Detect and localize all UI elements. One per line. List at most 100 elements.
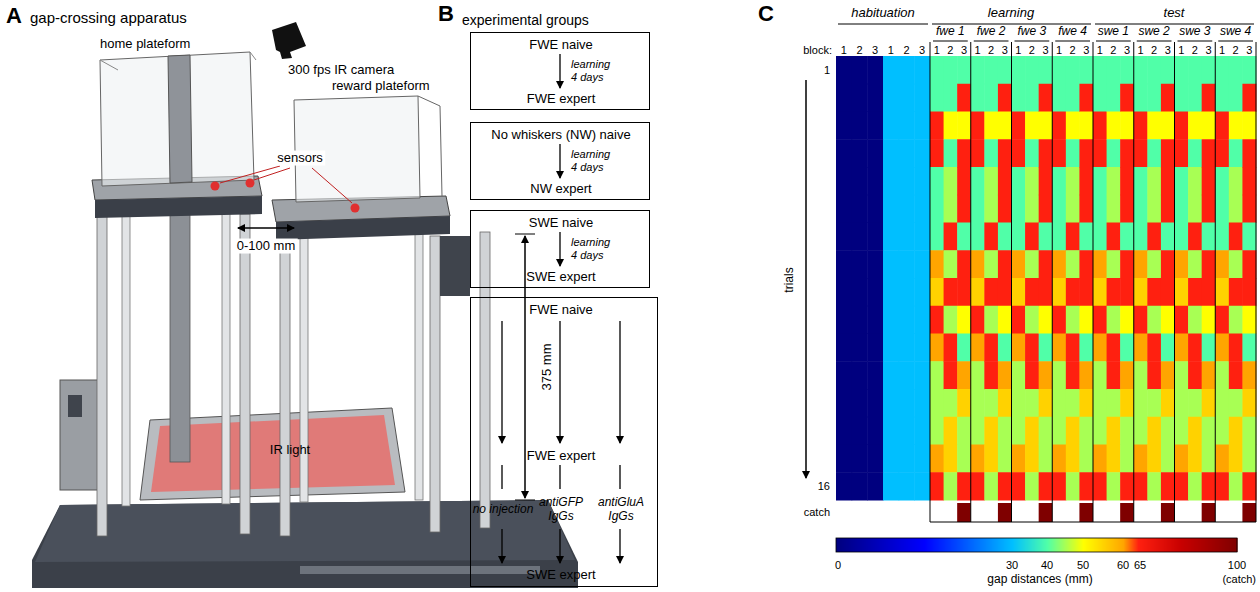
heatmap-cell bbox=[1161, 389, 1175, 417]
colorbar-strip bbox=[867, 538, 869, 552]
colorbar-strip bbox=[983, 538, 985, 552]
flow-arrow bbox=[559, 144, 560, 178]
heatmap-cell bbox=[1175, 167, 1189, 195]
colorbar-strip bbox=[843, 538, 845, 552]
dimension-tick bbox=[515, 234, 535, 235]
colorbar-tick: 65 bbox=[1134, 559, 1146, 572]
block-number: 1 bbox=[1056, 44, 1062, 57]
heatmap-cell bbox=[1079, 334, 1093, 362]
colorbar-strip bbox=[1110, 538, 1112, 552]
colorbar-strip bbox=[1031, 538, 1033, 552]
colorbar-strip bbox=[1079, 538, 1081, 552]
heatmap-cell bbox=[867, 56, 883, 84]
heatmap-cell bbox=[944, 56, 958, 84]
colorbar-strip bbox=[1106, 538, 1108, 552]
heatmap-cell bbox=[1012, 278, 1026, 306]
heatmap-cell bbox=[1242, 278, 1256, 306]
colorbar-strip bbox=[933, 538, 935, 552]
colorbar-strip bbox=[1205, 538, 1207, 552]
heatmap-cell bbox=[1242, 56, 1256, 84]
heatmap-cell bbox=[930, 361, 944, 389]
colorbar-strip bbox=[1023, 538, 1025, 552]
heatmap-cell bbox=[1242, 334, 1256, 362]
colorbar-strip bbox=[1196, 538, 1198, 552]
part-label: reward plateform bbox=[332, 79, 430, 94]
heatmap-cell bbox=[1147, 112, 1161, 140]
heatmap-cell bbox=[1079, 503, 1093, 522]
heatmap-cell bbox=[836, 250, 852, 278]
colorbar-strip bbox=[863, 538, 865, 552]
heatmap-cell bbox=[1242, 167, 1256, 195]
heatmap-cell bbox=[984, 445, 998, 473]
group-state: FWE expert bbox=[527, 92, 596, 107]
block-number: 3 bbox=[919, 44, 925, 57]
colorbar-strip bbox=[902, 538, 904, 552]
colorbar-strip bbox=[1150, 538, 1152, 552]
colorbar-strip bbox=[1141, 538, 1143, 552]
heatmap-cell bbox=[1188, 195, 1202, 223]
colorbar-strip bbox=[913, 538, 915, 552]
heatmap-cell bbox=[914, 195, 930, 223]
sensor-dot bbox=[351, 204, 360, 213]
column-header: fwe 2 bbox=[977, 25, 1006, 39]
heatmap-cell bbox=[883, 389, 899, 417]
colorbar-strip bbox=[1068, 538, 1070, 552]
colorbar-strip bbox=[1008, 538, 1010, 552]
heatmap-cell bbox=[914, 112, 930, 140]
heatmap-cell bbox=[1039, 306, 1053, 334]
colorbar-strip bbox=[927, 538, 929, 552]
colorbar-strip bbox=[984, 538, 986, 552]
colorbar-strip bbox=[1148, 538, 1150, 552]
heatmap-cell bbox=[1229, 334, 1243, 362]
heatmap-cell bbox=[1079, 445, 1093, 473]
flow-arrow bbox=[559, 465, 560, 489]
colorbar-strip bbox=[920, 538, 922, 552]
colorbar-strip bbox=[1017, 538, 1019, 552]
heatmap-cell bbox=[1039, 472, 1053, 500]
colorbar-strip bbox=[1122, 538, 1124, 552]
heatmap-cell bbox=[1107, 112, 1121, 140]
heatmap-cell bbox=[1229, 167, 1243, 195]
column-header: habituation bbox=[851, 6, 915, 21]
heatmap-cell bbox=[1093, 56, 1107, 84]
heatmap-cell bbox=[883, 278, 899, 306]
table-leg bbox=[122, 214, 130, 506]
colorbar-strip bbox=[1232, 538, 1234, 552]
colorbar-strip bbox=[939, 538, 941, 552]
heatmap-cell bbox=[852, 472, 868, 500]
heatmap-cell bbox=[867, 195, 883, 223]
heatmap-cell bbox=[1012, 223, 1026, 251]
heatmap-cell bbox=[1202, 417, 1216, 445]
colorbar-strip bbox=[1080, 538, 1082, 552]
block-number: 1 bbox=[934, 44, 940, 57]
heatmap-cell bbox=[914, 223, 930, 251]
colorbar-strip bbox=[1118, 538, 1120, 552]
heatmap-cell bbox=[1120, 139, 1134, 167]
colorbar-strip bbox=[1020, 538, 1022, 552]
colorbar-strip bbox=[1174, 538, 1176, 552]
enclosure-edge bbox=[100, 60, 118, 70]
heatmap-cell bbox=[1229, 84, 1243, 112]
heatmap-cell bbox=[852, 389, 868, 417]
axis-label: 16 bbox=[818, 480, 830, 493]
colorbar-strip bbox=[954, 538, 956, 552]
heatmap-cell bbox=[1134, 306, 1148, 334]
colorbar-strip bbox=[1125, 538, 1127, 552]
heatmap-cell bbox=[998, 250, 1012, 278]
colorbar-strip bbox=[846, 538, 848, 552]
colorbar-strip bbox=[1172, 538, 1174, 552]
heatmap-cell bbox=[1202, 361, 1216, 389]
heatmap-cell bbox=[899, 472, 915, 500]
heatmap-cell bbox=[1202, 84, 1216, 112]
heatmap-cell bbox=[1175, 139, 1189, 167]
heatmap-cell bbox=[1066, 195, 1080, 223]
part-label: IR light bbox=[270, 443, 310, 458]
heatmap-cell bbox=[1134, 417, 1148, 445]
header-underline bbox=[974, 41, 1009, 42]
heatmap-cell bbox=[1242, 223, 1256, 251]
heatmap-cell bbox=[1161, 503, 1175, 522]
colorbar-strip bbox=[1055, 538, 1057, 552]
heatmap-cell bbox=[1052, 195, 1066, 223]
colorbar-strip bbox=[837, 538, 839, 552]
block-number: 2 bbox=[1029, 44, 1035, 57]
